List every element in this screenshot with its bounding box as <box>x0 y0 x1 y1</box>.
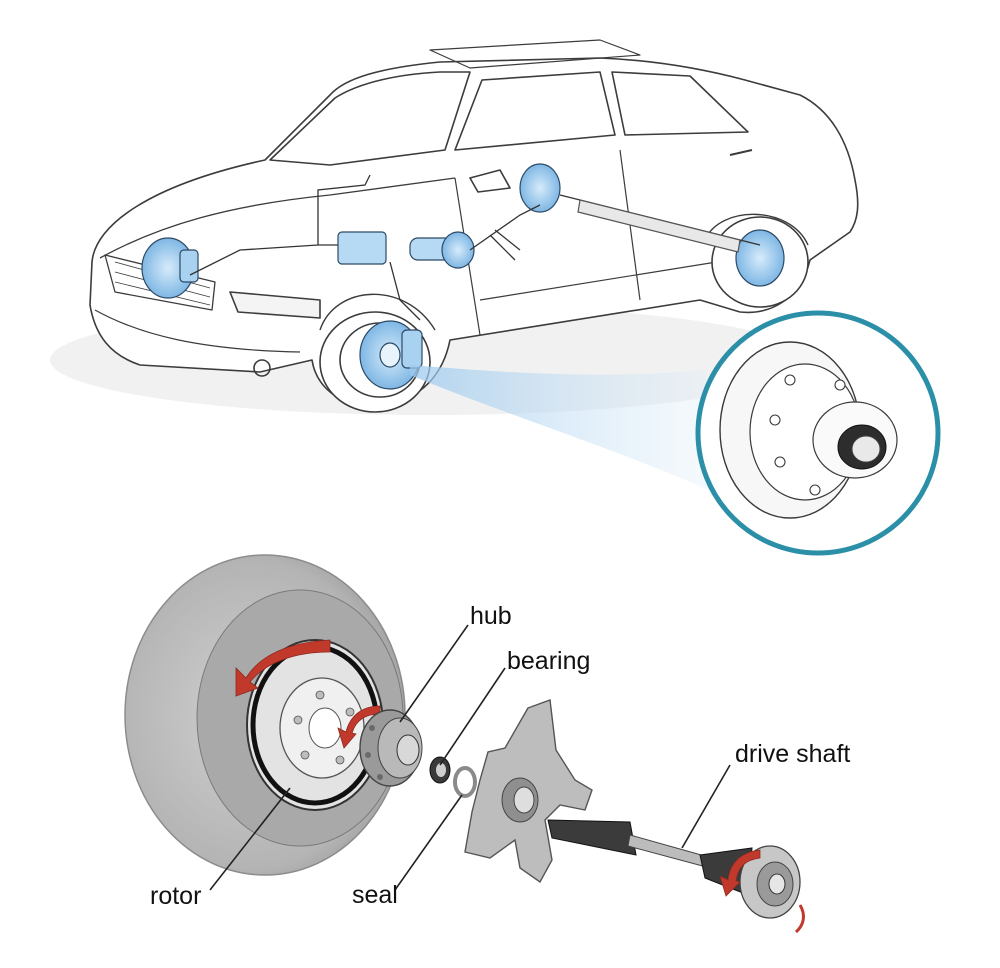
rotation-arrow-hub <box>337 705 381 749</box>
label-drive-shaft: drive shaft <box>735 740 851 768</box>
inner-cv-boot <box>547 819 637 856</box>
car-headlight <box>229 291 321 319</box>
inset-bolt-hole <box>784 374 796 386</box>
car-sunroof <box>429 39 641 69</box>
abs-module <box>337 231 387 265</box>
car-front-window <box>454 71 616 151</box>
seal <box>453 766 477 798</box>
leader-drive-shaft <box>681 764 731 849</box>
leader-rotor <box>209 787 291 891</box>
exploded-assembly <box>124 554 805 934</box>
label-seal: seal <box>352 881 398 909</box>
label-rotor: rotor <box>150 882 202 910</box>
magnifier-beam <box>410 365 720 495</box>
leader-hub <box>399 624 469 723</box>
inset-bolt-hole <box>834 379 846 391</box>
car-side-mirror <box>469 169 511 193</box>
rotation-arrow-rotor <box>235 639 331 697</box>
car-rear-window <box>611 71 749 136</box>
brake-system <box>141 163 785 390</box>
car-windshield <box>269 71 471 166</box>
leader-seal <box>394 794 463 891</box>
leader-lines <box>209 624 731 891</box>
inset-bolt-hole <box>809 484 821 496</box>
drive-shaft-bar <box>627 834 713 869</box>
rear-axle <box>577 199 741 253</box>
inset-bolt-hole <box>769 414 781 426</box>
label-bearing: bearing <box>507 647 591 675</box>
label-hub: hub <box>470 602 512 630</box>
rotation-arrow-shaft <box>719 849 761 897</box>
rear-left-brake-drum <box>519 163 561 213</box>
leader-bearing <box>439 667 506 766</box>
hub-magnifier-inset <box>695 310 941 556</box>
rear-right-brake-drum <box>735 229 785 287</box>
car-fog-light <box>253 359 271 377</box>
brake-booster <box>441 231 475 269</box>
inset-bolt-hole <box>774 456 786 468</box>
